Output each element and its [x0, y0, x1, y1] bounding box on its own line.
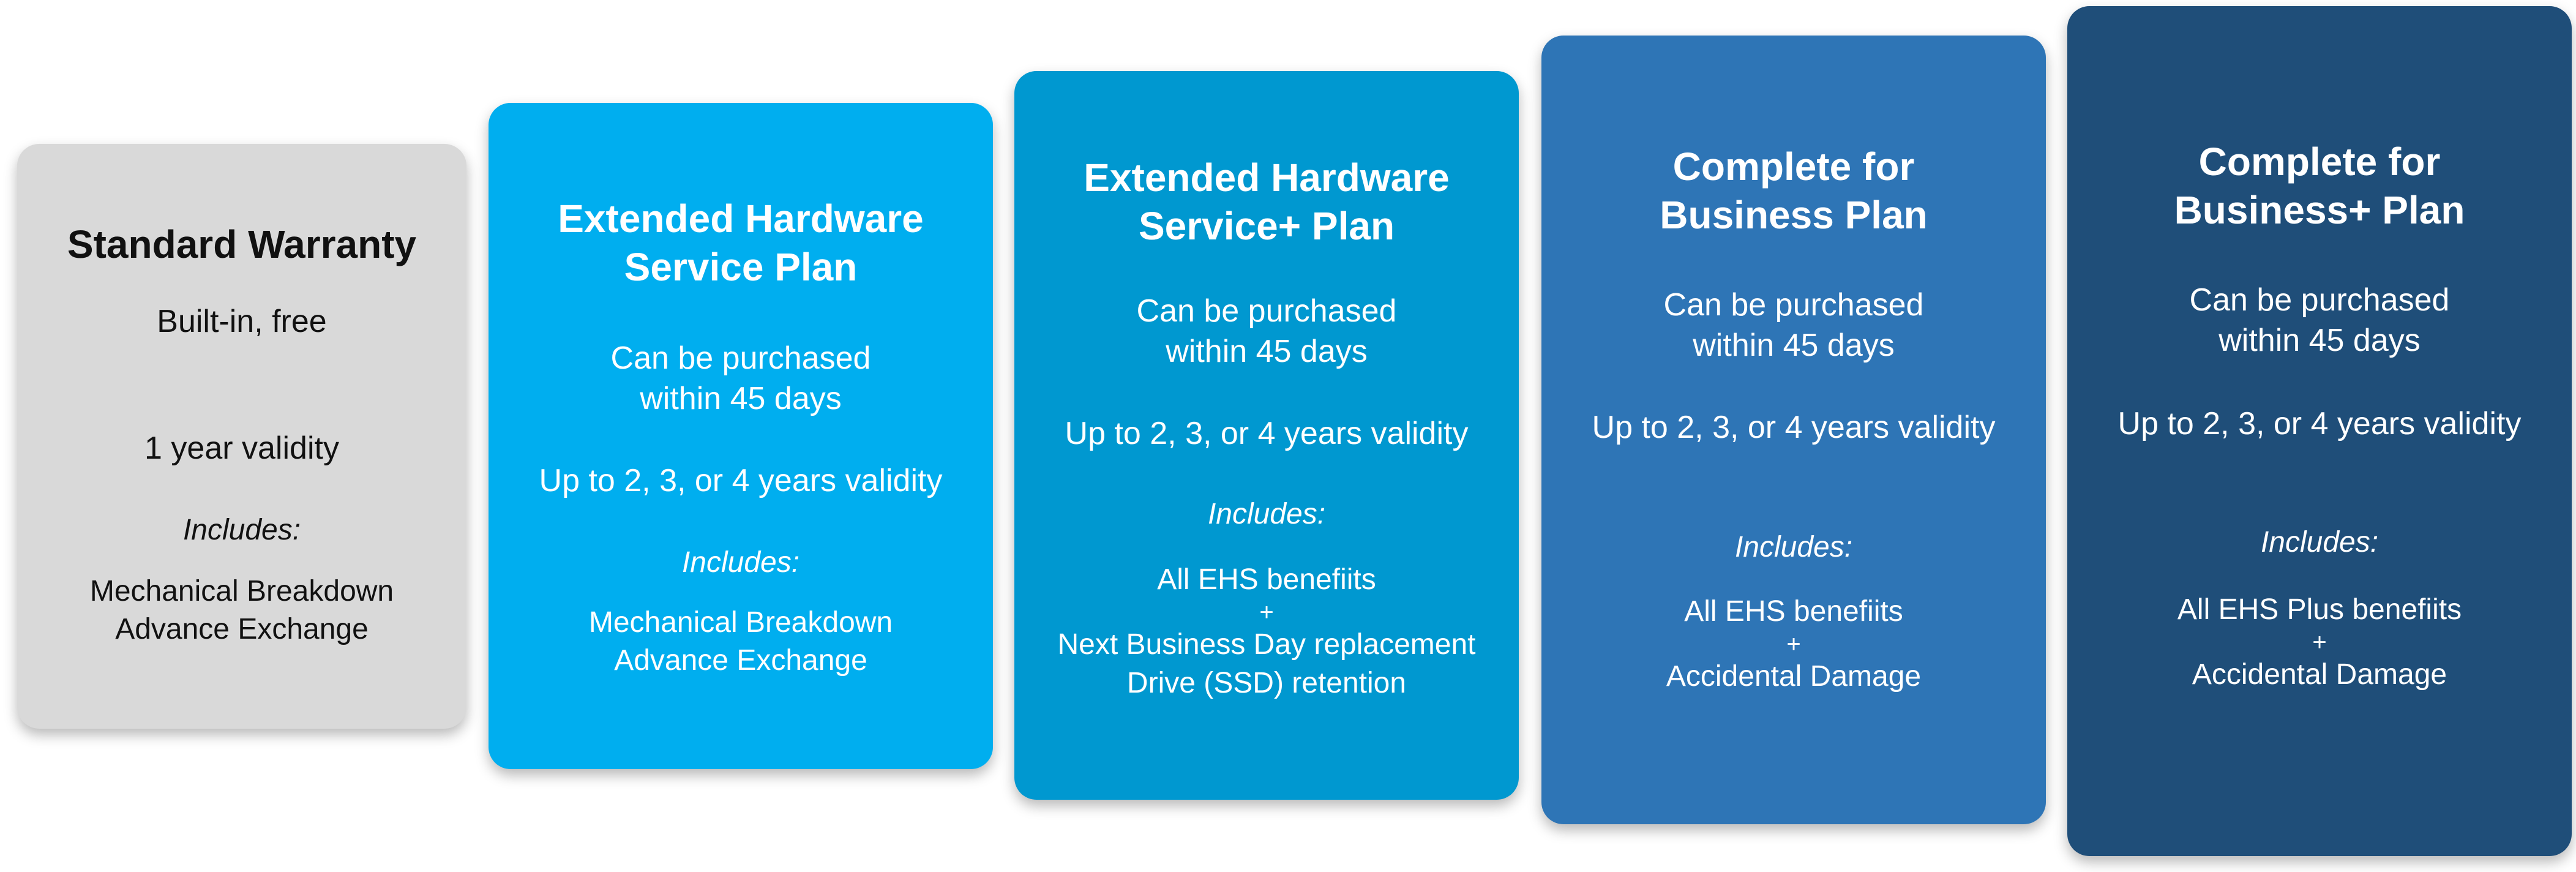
includes-label: Includes: [681, 546, 800, 579]
plan-card-extended-hardware-service: Extended Hardware Service Plan Can be pu… [489, 103, 993, 769]
includes-label: Includes: [1207, 498, 1326, 530]
includes-item: Mechanical Breakdown [89, 575, 394, 607]
plan-title-line2: Business Plan [1660, 193, 1928, 238]
plan-purchase-line2: within 45 days [1166, 333, 1368, 369]
plan-purchase-line1: Can be purchased [1136, 293, 1397, 329]
plus-sign: + [1786, 631, 1801, 658]
includes-extra: Accidental Damage [1666, 660, 1922, 693]
plan-card-standard-warranty: Standard Warranty Built-in, free 1 year … [17, 144, 466, 729]
plan-purchase-line1: Can be purchased [2189, 282, 2450, 318]
plan-purchase-line2: within 45 days [640, 380, 842, 416]
plan-title-line1: Complete for [2198, 140, 2441, 184]
includes-item: Advance Exchange [115, 613, 369, 646]
includes-extra: Next Business Day replacement [1057, 628, 1476, 661]
plan-purchase-line1: Can be purchased [610, 340, 871, 376]
plan-validity: Up to 2, 3, or 4 years validity [1065, 416, 1469, 451]
plan-validity: Up to 2, 3, or 4 years validity [539, 463, 943, 498]
plan-purchase-info: Built-in, free [157, 304, 327, 339]
plan-purchase-line2: within 45 days [1693, 327, 1895, 363]
includes-label: Includes: [2260, 526, 2379, 558]
plan-title-line2: Service Plan [624, 245, 858, 290]
includes-main: All EHS benefiits [1157, 563, 1376, 596]
plan-title-line2: Business+ Plan [2174, 188, 2465, 233]
includes-item: Advance Exchange [614, 644, 867, 677]
plan-title-line1: Complete for [1672, 145, 1915, 189]
plus-sign: + [1259, 599, 1274, 626]
plan-card-complete-for-business-plus: Complete for Business+ Plan Can be purch… [2067, 6, 2572, 856]
includes-label: Includes: [1734, 531, 1853, 563]
plan-title-line1: Extended Hardware [1084, 156, 1450, 200]
plan-validity: Up to 2, 3, or 4 years validity [1592, 410, 1996, 445]
includes-label: Includes: [182, 514, 301, 546]
includes-main: All EHS benefiits [1684, 595, 1903, 628]
plan-validity: Up to 2, 3, or 4 years validity [2117, 406, 2522, 442]
includes-extra: Accidental Damage [2192, 658, 2447, 691]
plan-title-line1: Extended Hardware [558, 197, 924, 241]
plan-card-complete-for-business: Complete for Business Plan Can be purcha… [1541, 36, 2046, 824]
plan-validity: 1 year validity [144, 430, 339, 466]
plus-sign: + [2312, 629, 2327, 656]
plan-purchase-line1: Can be purchased [1663, 287, 1924, 323]
plan-title: Standard Warranty [67, 222, 417, 266]
plan-purchase-line2: within 45 days [2218, 322, 2421, 358]
includes-extra: Drive (SSD) retention [1126, 666, 1407, 699]
plan-card-extended-hardware-service-plus: Extended Hardware Service+ Plan Can be p… [1014, 71, 1519, 800]
plan-title-line2: Service+ Plan [1138, 204, 1395, 249]
includes-item: Mechanical Breakdown [588, 606, 893, 639]
includes-main: All EHS Plus benefiits [2177, 593, 2462, 626]
